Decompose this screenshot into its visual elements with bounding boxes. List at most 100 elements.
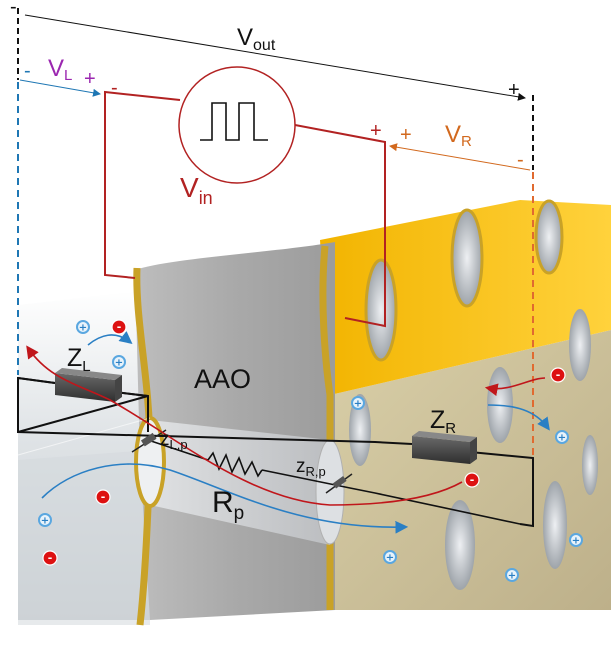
- cation-symbol: +: [79, 323, 87, 334]
- anion-icon: -: [42, 550, 58, 566]
- svg-text:Vin: Vin: [180, 172, 213, 208]
- pore-hole: [543, 481, 567, 569]
- anion-symbol: -: [48, 552, 53, 565]
- rp-label: R: [212, 486, 234, 519]
- vin-label: V: [180, 172, 199, 203]
- zl-label: Z: [67, 344, 82, 372]
- source-circle: [178, 66, 296, 184]
- pore-hole: [582, 435, 598, 495]
- membrane-scene: [17, 199, 611, 626]
- zrp-element: [325, 473, 353, 494]
- vr-subscript: R: [461, 133, 472, 150]
- nanopore-exit: [315, 439, 345, 545]
- cation-symbol: +: [386, 553, 394, 564]
- cation-flow: [487, 404, 550, 431]
- anion-icon: -: [95, 489, 111, 505]
- vin-subscript: in: [199, 188, 213, 208]
- cation-symbol: +: [572, 536, 580, 547]
- square-wave-icon: [200, 102, 268, 141]
- rp-wire: [147, 439, 521, 525]
- anion-flow: [484, 377, 546, 397]
- vr-label: V: [445, 121, 461, 148]
- cation-icon: +: [351, 396, 365, 410]
- cation-symbol: +: [558, 433, 566, 444]
- pore-hole: [534, 199, 564, 275]
- equivalent-circuit: [17, 8, 534, 528]
- cation-symbol: +: [354, 399, 362, 410]
- aao-label: AAO: [194, 364, 251, 394]
- vout-plus-sign: +: [508, 79, 520, 101]
- zrp-subscript: R,p: [306, 464, 326, 479]
- cation-icon: +: [112, 355, 126, 369]
- left-tube-edge: [17, 417, 151, 456]
- zr-label: Z: [430, 406, 445, 434]
- vl-arrow: [19, 79, 101, 97]
- anion-icon: -: [464, 472, 480, 488]
- pore-hole: [445, 500, 475, 590]
- vr-plus-sign: +: [400, 124, 412, 146]
- anion-symbol: -: [117, 321, 122, 334]
- pore-hole: [349, 394, 371, 466]
- pore-hole: [569, 309, 591, 381]
- svg-text:ZR: ZR: [430, 406, 456, 437]
- cation-icon: +: [569, 533, 583, 547]
- cation-flow: [87, 331, 133, 346]
- cation-icon: +: [555, 430, 569, 444]
- vin-plus-sign: +: [370, 120, 382, 142]
- svg-text:zR,p: zR,p: [296, 456, 326, 479]
- zr-subscript: R: [445, 420, 456, 437]
- ion-flows: [26, 331, 550, 534]
- vl-plus-sign: +: [84, 68, 96, 90]
- anion-symbol: -: [101, 491, 106, 504]
- pore-hole: [450, 208, 484, 308]
- vout-subscript: out: [253, 37, 276, 54]
- left-compartment-lower: [18, 450, 150, 625]
- vl-label: V: [48, 55, 64, 82]
- anion-icon: -: [550, 367, 566, 383]
- cation-symbol: +: [41, 516, 49, 527]
- svg-text:VL: VL: [48, 55, 72, 84]
- cation-icon: +: [383, 550, 397, 564]
- svg-text:zL,p: zL,p: [160, 429, 188, 452]
- vout-arrow: [24, 14, 526, 101]
- zlp-element: [131, 429, 167, 453]
- rp-subscript: p: [234, 503, 245, 524]
- rp-resistor: [207, 451, 263, 478]
- svg-text:VR: VR: [445, 121, 472, 150]
- anion-symbol: -: [556, 369, 561, 382]
- cation-icon: +: [76, 320, 90, 334]
- anion-symbol: -: [470, 474, 475, 487]
- cation-icon: +: [505, 568, 519, 582]
- ions: + + + + + + + + - - - - -: [38, 319, 583, 582]
- vr-minus-sign: -: [517, 149, 524, 171]
- membrane-gold-edge-right: [319, 245, 334, 610]
- zlp-label: z: [160, 429, 170, 450]
- source-wire-left: [104, 90, 181, 279]
- cation-symbol: +: [508, 571, 516, 582]
- anion-flow: [26, 345, 463, 506]
- vr-arrow: [389, 143, 531, 171]
- cation-flow: [41, 463, 409, 534]
- circuit-left-branch: [17, 376, 413, 445]
- zrp-label: z: [296, 456, 306, 477]
- nanopore-channel: [150, 420, 330, 545]
- cation-symbol: +: [115, 358, 123, 369]
- labels: Vout VL VR Vin AAO ZL ZR zL,p zR,p: [10, 0, 524, 524]
- zl-subscript: L: [82, 358, 90, 375]
- vout-label: V: [237, 24, 253, 51]
- vin-minus-sign: -: [111, 77, 118, 99]
- vout-minus-sign: -: [10, 0, 17, 18]
- right-block: [330, 330, 611, 610]
- source-wire-right: [294, 124, 386, 328]
- vl-minus-sign: -: [24, 60, 31, 82]
- svg-text:Rp: Rp: [212, 486, 244, 524]
- zlp-subscript: L,p: [170, 437, 188, 452]
- cation-icon: +: [38, 513, 52, 527]
- pore-hole: [364, 258, 398, 362]
- svg-text:Vout: Vout: [237, 24, 276, 54]
- circuit-top-branch: [114, 391, 149, 432]
- circuit-right-branch: [469, 451, 534, 528]
- zr-component: [412, 431, 477, 464]
- vl-subscript: L: [64, 67, 72, 84]
